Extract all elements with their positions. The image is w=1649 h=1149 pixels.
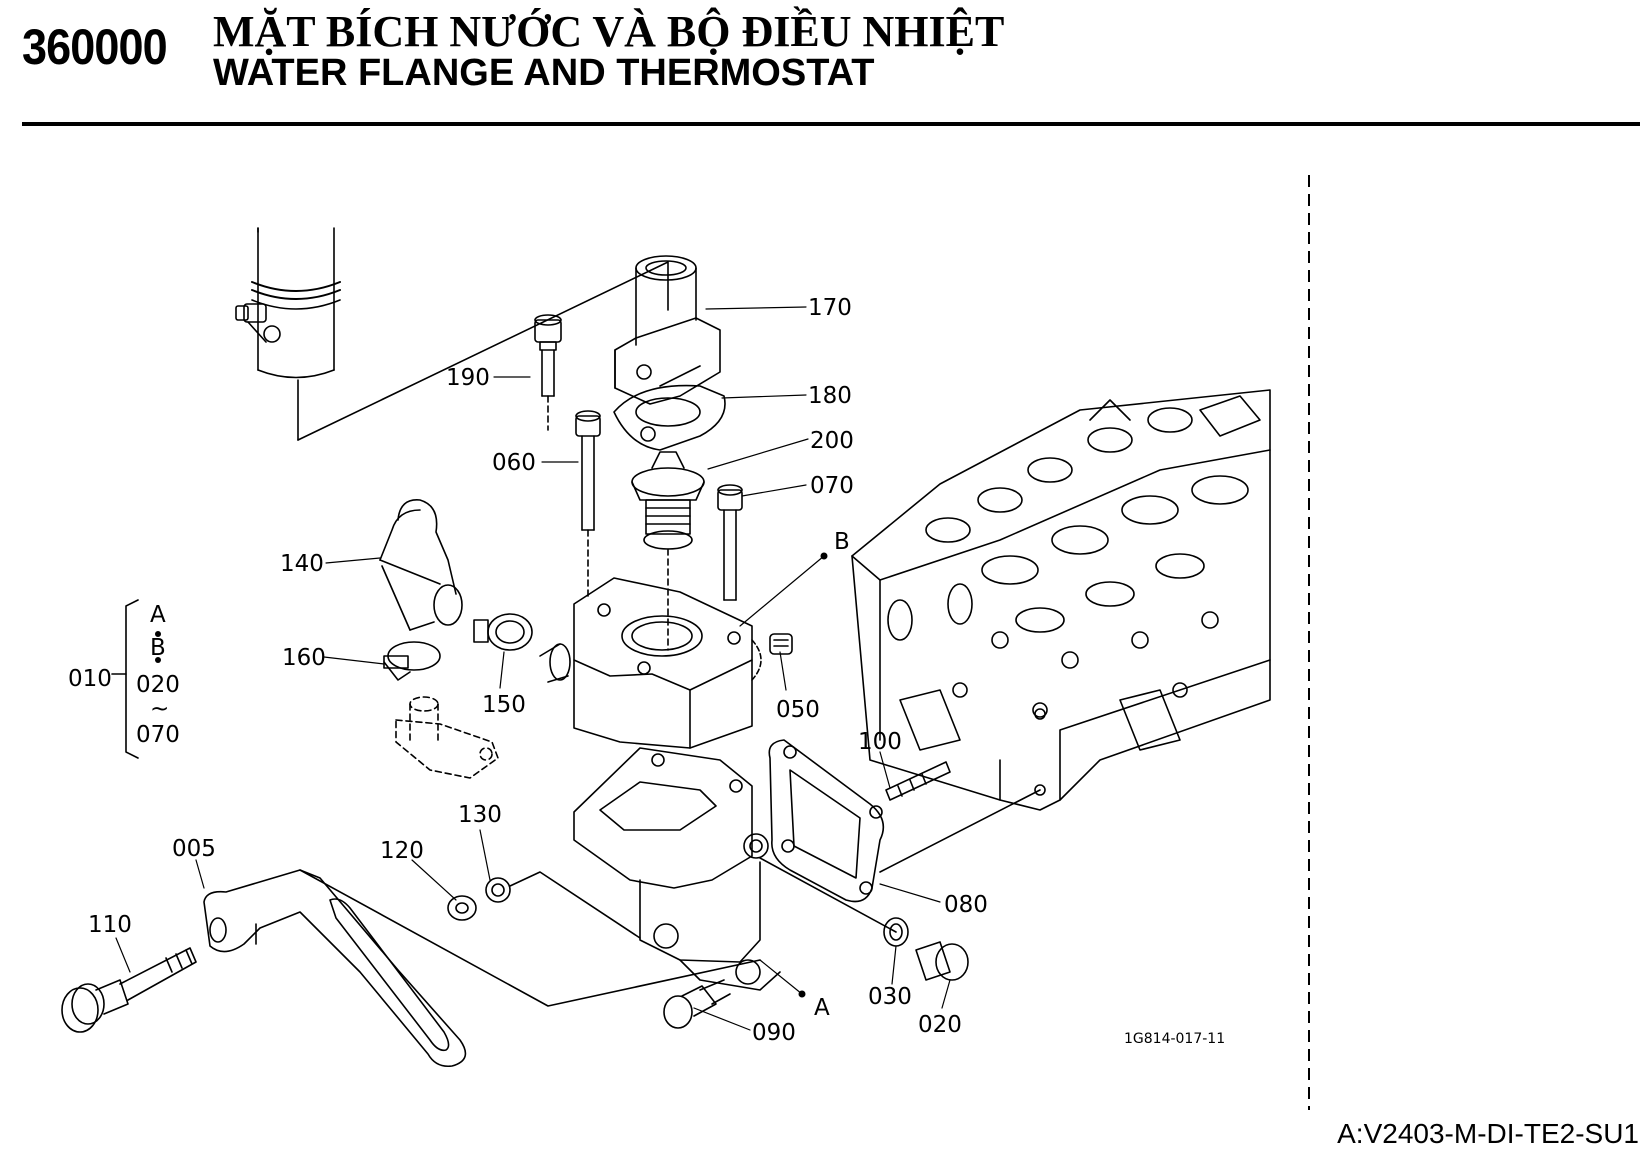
label-060: 060 [492,450,536,476]
bolt-part-090 [663,979,731,1029]
small-pipe-flange [395,696,499,779]
bracket-part-005 [203,869,467,1068]
label-070: 070 [810,473,854,499]
group-item-b: B [150,635,166,661]
label-050: 050 [776,697,820,723]
model-code: A:V2403-M-DI-TE2-SU1 [1337,1118,1639,1149]
plug-connection-line [759,857,897,933]
label-120: 120 [380,838,424,864]
gasket-part-180 [613,384,726,451]
gasket-part-080 [768,739,885,903]
group-item-tilde: ~ [150,696,169,722]
bolt-part-110 [61,947,197,1033]
washer-connection-line [509,871,641,939]
label-020: 020 [918,1012,962,1038]
label-100: 100 [858,729,902,755]
group-bracket [125,599,139,759]
label-080: 080 [944,892,988,918]
label-030: 030 [868,984,912,1010]
bracket-dot-a [155,631,161,637]
bolt-part-190 [534,314,562,431]
label-160: 160 [282,645,326,671]
label-150: 150 [482,692,526,718]
ref-point-b-dot [820,552,828,560]
plug-part-020 [915,941,969,981]
group-item-070: 070 [136,722,180,748]
leader-lines [115,306,951,1031]
washer-part-130 [485,877,511,903]
clamp-part-160 [383,641,441,681]
label-200: 200 [810,428,854,454]
water-flange-housing-lower [573,747,781,991]
cylinder-head-block [851,389,1271,811]
label-190: 190 [446,365,490,391]
water-flange-housing-upper [539,577,762,749]
bolt-part-060 [575,410,601,601]
ref-letter-a: A [814,995,830,1021]
label-090: 090 [752,1020,796,1046]
title-vietnamese: MẶT BÍCH NƯỚC VÀ BỘ ĐIỀU NHIỆT [213,7,1005,56]
thermostat-cover-part-170 [614,255,721,405]
title-english: WATER FLANGE AND THERMOSTAT [213,52,875,94]
drawing-code: 1G814-017-11 [1124,1031,1225,1047]
label-005: 005 [172,836,216,862]
label-170: 170 [808,295,852,321]
label-140: 140 [280,551,324,577]
bracket-dot-b [155,657,161,663]
ref-letter-b: B [834,529,850,555]
section-number: 360000 [22,19,168,75]
group-item-a: A [150,602,166,628]
label-130: 130 [458,802,502,828]
group-item-020: 020 [136,672,180,698]
clamp-part-150 [473,613,533,651]
plug-part-050 [769,633,793,655]
hose-connection-line [297,261,669,441]
ref-point-a-dot [798,990,806,998]
gasket-block-connection-line [879,789,1041,873]
pipe-part-140 [379,499,463,631]
bolt-part-070 [717,484,743,601]
label-180: 180 [808,383,852,409]
nut-part-120 [447,895,477,921]
bracket-connection-line [299,869,761,1007]
hose-upper [235,227,341,441]
group-label-010: 010 [68,666,112,692]
label-110: 110 [88,912,132,938]
thermostat-part-200 [631,451,705,651]
